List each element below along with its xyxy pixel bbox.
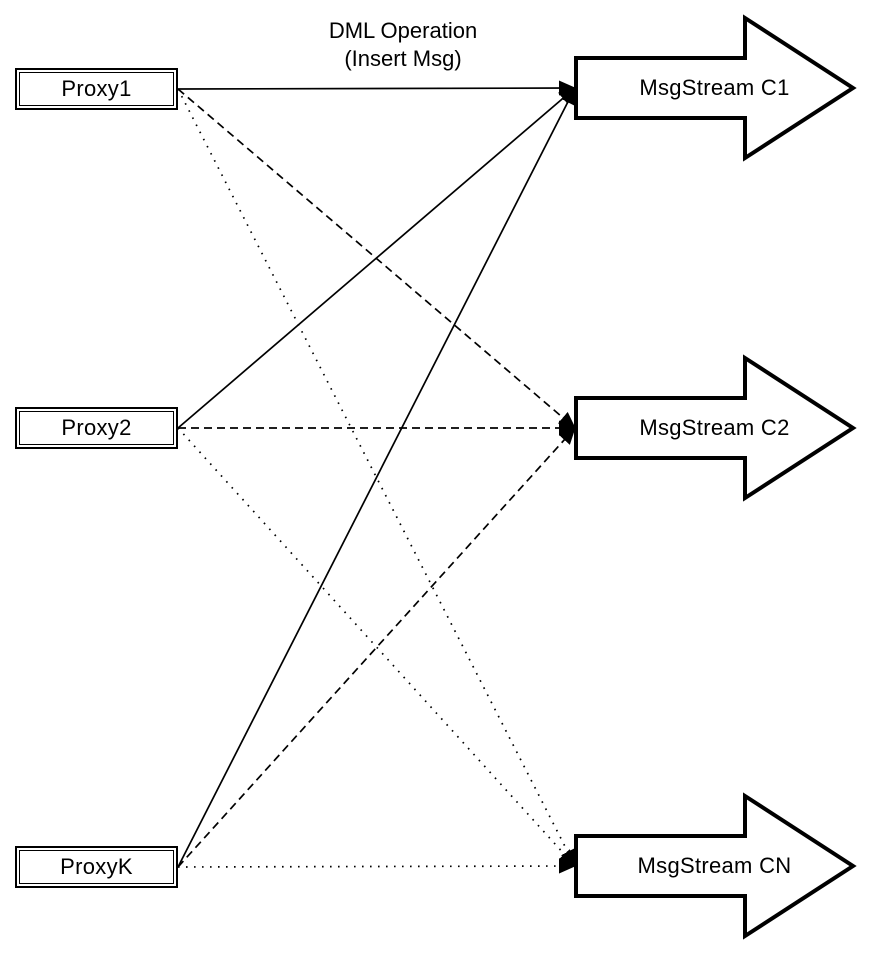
msgstream-c2-arrow-shape bbox=[574, 354, 857, 502]
diagram-title-line2: (Insert Msg) bbox=[344, 46, 462, 71]
edges-group bbox=[177, 80, 576, 874]
diagram-title-line1: DML Operation bbox=[328, 18, 478, 43]
msgstream-c1-arrow-shape bbox=[574, 14, 857, 162]
msgstream-cn-arrow-shape bbox=[574, 792, 857, 940]
proxyk-label: ProxyK bbox=[60, 854, 133, 879]
msgstream-c2-label: MsgStream C2 bbox=[639, 415, 790, 440]
edge-proxy2-cn-dotted bbox=[177, 427, 576, 867]
proxy2-label: Proxy2 bbox=[61, 415, 132, 440]
proxy2-node: Proxy2 bbox=[15, 407, 178, 449]
edge-proxy1-c1-solid bbox=[177, 80, 576, 96]
edge-proxy1-cn-dotted bbox=[177, 88, 576, 867]
edge-proxy2-c1-solid bbox=[177, 87, 576, 429]
edge-proxyk-c2-dashed bbox=[177, 427, 576, 868]
msgstream-c1-label: MsgStream C1 bbox=[639, 75, 790, 100]
proxy1-node: Proxy1 bbox=[15, 68, 178, 110]
msgstream-cn-label: MsgStream CN bbox=[637, 853, 792, 878]
edge-proxyk-cn-dotted bbox=[177, 858, 576, 874]
diagram-title: DML Operation (Insert Msg) bbox=[278, 17, 528, 73]
proxy1-label: Proxy1 bbox=[61, 76, 132, 101]
edge-proxyk-c1-solid bbox=[177, 87, 576, 868]
proxyk-node: ProxyK bbox=[15, 846, 178, 888]
